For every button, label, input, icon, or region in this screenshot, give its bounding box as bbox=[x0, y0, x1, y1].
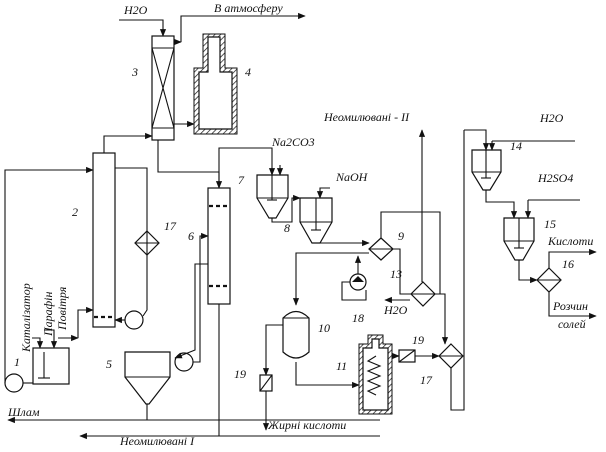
heat-exchanger-16 bbox=[536, 267, 562, 293]
furnace-11 bbox=[358, 334, 393, 415]
separator-15 bbox=[503, 217, 535, 261]
scrubber-column bbox=[151, 35, 175, 141]
number-11: 11 bbox=[336, 359, 347, 373]
number-4: 4 bbox=[245, 65, 251, 79]
pump-1 bbox=[4, 373, 24, 393]
heat-exchanger-17-upper bbox=[134, 230, 160, 256]
heat-exchanger-17-lower bbox=[438, 343, 464, 369]
decomposer-14 bbox=[471, 149, 502, 191]
heat-exchanger-9 bbox=[368, 237, 394, 261]
filter-19-right bbox=[398, 349, 416, 363]
number-19-right: 19 bbox=[412, 333, 424, 347]
pump-5 bbox=[174, 352, 194, 372]
number-2: 2 bbox=[72, 205, 78, 219]
number-1: 1 bbox=[14, 355, 20, 369]
settler-5 bbox=[124, 351, 171, 405]
label-unsaponified-2: Неомилювані - II bbox=[323, 110, 410, 124]
label-water-top: H2O bbox=[123, 3, 148, 17]
number-5: 5 bbox=[106, 357, 112, 371]
number-18: 18 bbox=[352, 311, 364, 325]
label-salt-solution-2: солей bbox=[558, 317, 586, 331]
number-17-lower: 17 bbox=[420, 373, 433, 387]
number-19-left: 19 bbox=[234, 367, 246, 381]
number-16: 16 bbox=[562, 257, 574, 271]
number-17-upper: 17 bbox=[164, 219, 177, 233]
heat-exchanger-13 bbox=[410, 281, 436, 307]
number-9: 9 bbox=[398, 229, 404, 243]
label-sludge: Шлам bbox=[7, 405, 40, 419]
catalyst-tank bbox=[32, 347, 70, 385]
number-7: 7 bbox=[238, 173, 245, 187]
label-acids: Кислоти bbox=[547, 234, 593, 248]
label-salt-solution-1: Розчин bbox=[552, 299, 588, 313]
washing-column bbox=[207, 187, 231, 305]
number-8: 8 bbox=[284, 221, 290, 235]
piping bbox=[4, 12, 597, 440]
label-water-mid: H2O bbox=[383, 303, 408, 317]
number-15: 15 bbox=[544, 217, 556, 231]
filter-19-left bbox=[259, 374, 273, 392]
collector-10 bbox=[282, 310, 310, 359]
label-naoh: NaOH bbox=[335, 170, 369, 184]
number-3: 3 bbox=[131, 65, 138, 79]
equipment-numbers: 1 2 3 4 5 6 7 8 9 10 11 13 14 15 16 17 1… bbox=[14, 65, 574, 387]
label-h2so4: H2SO4 bbox=[537, 171, 573, 185]
label-air: Повітря bbox=[55, 286, 69, 331]
label-catalyst: Каталізатор bbox=[19, 283, 33, 353]
pump-18 bbox=[349, 273, 367, 291]
exhaust-vessel bbox=[193, 33, 238, 135]
stream-labels: H2O В атмосферу Неомилювані - II Na2CO3 … bbox=[7, 1, 593, 448]
number-14: 14 bbox=[510, 139, 522, 153]
saponifier-7 bbox=[256, 174, 289, 219]
label-paraffin: Парафін bbox=[41, 291, 55, 337]
label-fatty-acids: Жирні кислоти bbox=[267, 418, 346, 432]
number-10: 10 bbox=[318, 321, 330, 335]
label-na2co3: Na2CO3 bbox=[271, 135, 315, 149]
oxidation-column bbox=[92, 152, 116, 328]
number-6: 6 bbox=[188, 229, 194, 243]
number-13: 13 bbox=[390, 267, 402, 281]
label-water-right: H2O bbox=[539, 111, 564, 125]
label-unsaponified-1: Неомилювані I bbox=[119, 434, 195, 448]
pump-2 bbox=[124, 310, 144, 330]
label-atmosphere: В атмосферу bbox=[214, 1, 283, 15]
saponifier-8 bbox=[299, 197, 333, 244]
